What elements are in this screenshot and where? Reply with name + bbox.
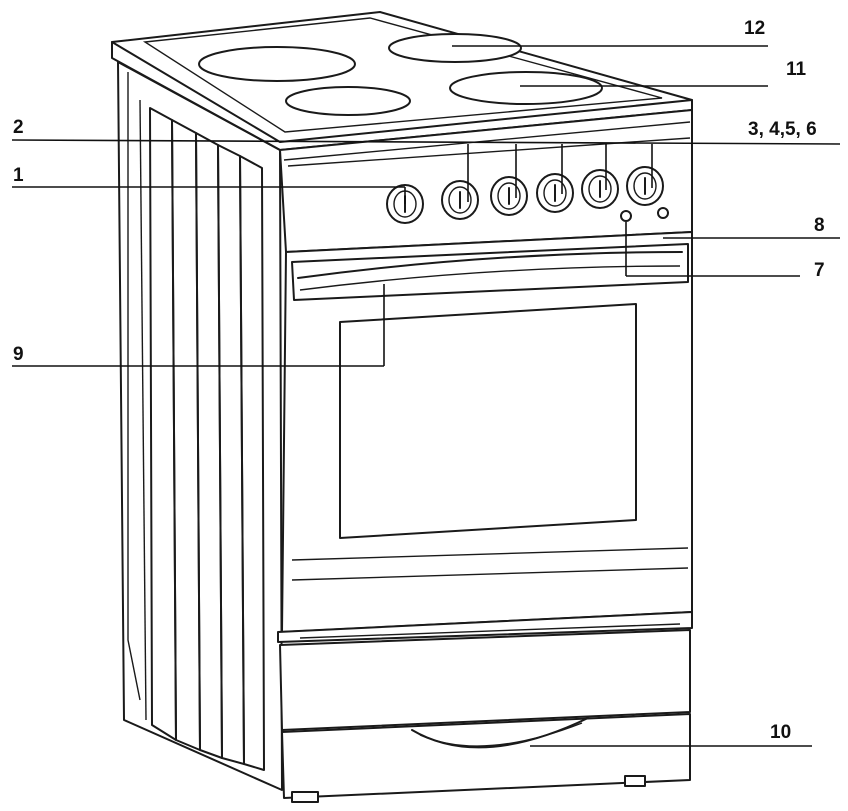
control-knob-2[interactable] (441, 180, 479, 220)
hotplate-rear-left (198, 46, 356, 82)
callout-labels: 12 11 2 3, 4,5, 6 1 8 7 9 10 (13, 18, 825, 743)
callout-8: 8 (814, 215, 825, 236)
callout-2: 2 (13, 117, 24, 138)
hotplate-front-right (449, 71, 603, 105)
callout-10: 10 (770, 722, 791, 743)
side-panel (117, 61, 283, 791)
control-knob-3[interactable] (490, 176, 528, 216)
callout-9: 9 (13, 344, 24, 365)
callout-3-4-5-6: 3, 4,5, 6 (748, 119, 817, 140)
callout-12: 12 (744, 18, 765, 39)
indicator-lamp-7 (620, 210, 632, 222)
door-glass (339, 303, 637, 539)
control-panel (279, 109, 693, 253)
door-handle[interactable] (297, 251, 683, 279)
hotplate-front-left (285, 86, 411, 116)
control-knob-5[interactable] (581, 169, 619, 209)
hob-top (111, 11, 693, 151)
hotplate-rear-right (388, 33, 522, 63)
storage-drawer (277, 611, 693, 803)
control-knob-4[interactable] (536, 173, 574, 213)
callout-11: 11 (786, 59, 807, 80)
leader-lines (11, 45, 841, 747)
oven-door (281, 231, 693, 633)
callout-1: 1 (13, 165, 24, 186)
control-knob-6[interactable] (626, 166, 664, 206)
indicator-lamp-8 (657, 207, 669, 219)
callout-7: 7 (814, 260, 825, 281)
